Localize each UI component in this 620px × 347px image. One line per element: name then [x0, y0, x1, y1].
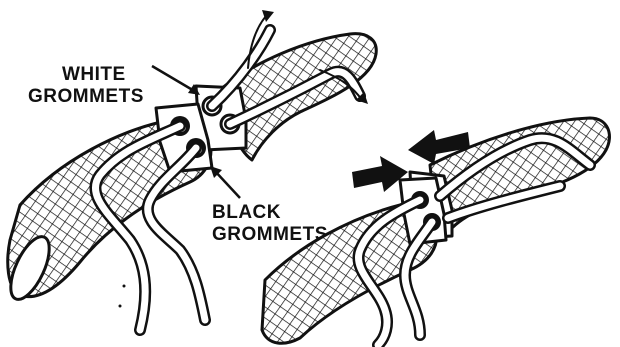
scan-speck-2 [119, 305, 122, 308]
black-grommets-label-line2: GROMMETS [212, 224, 328, 245]
scan-speck-1 [123, 285, 126, 288]
white-grommets-label-line1: WHITE [62, 64, 126, 85]
black-grommets-label-line1: BLACK [212, 202, 281, 223]
white-grommets-label-line2: GROMMETS [28, 86, 144, 107]
white-grommets-leader [152, 66, 196, 92]
black-grommets-leader [214, 170, 240, 198]
